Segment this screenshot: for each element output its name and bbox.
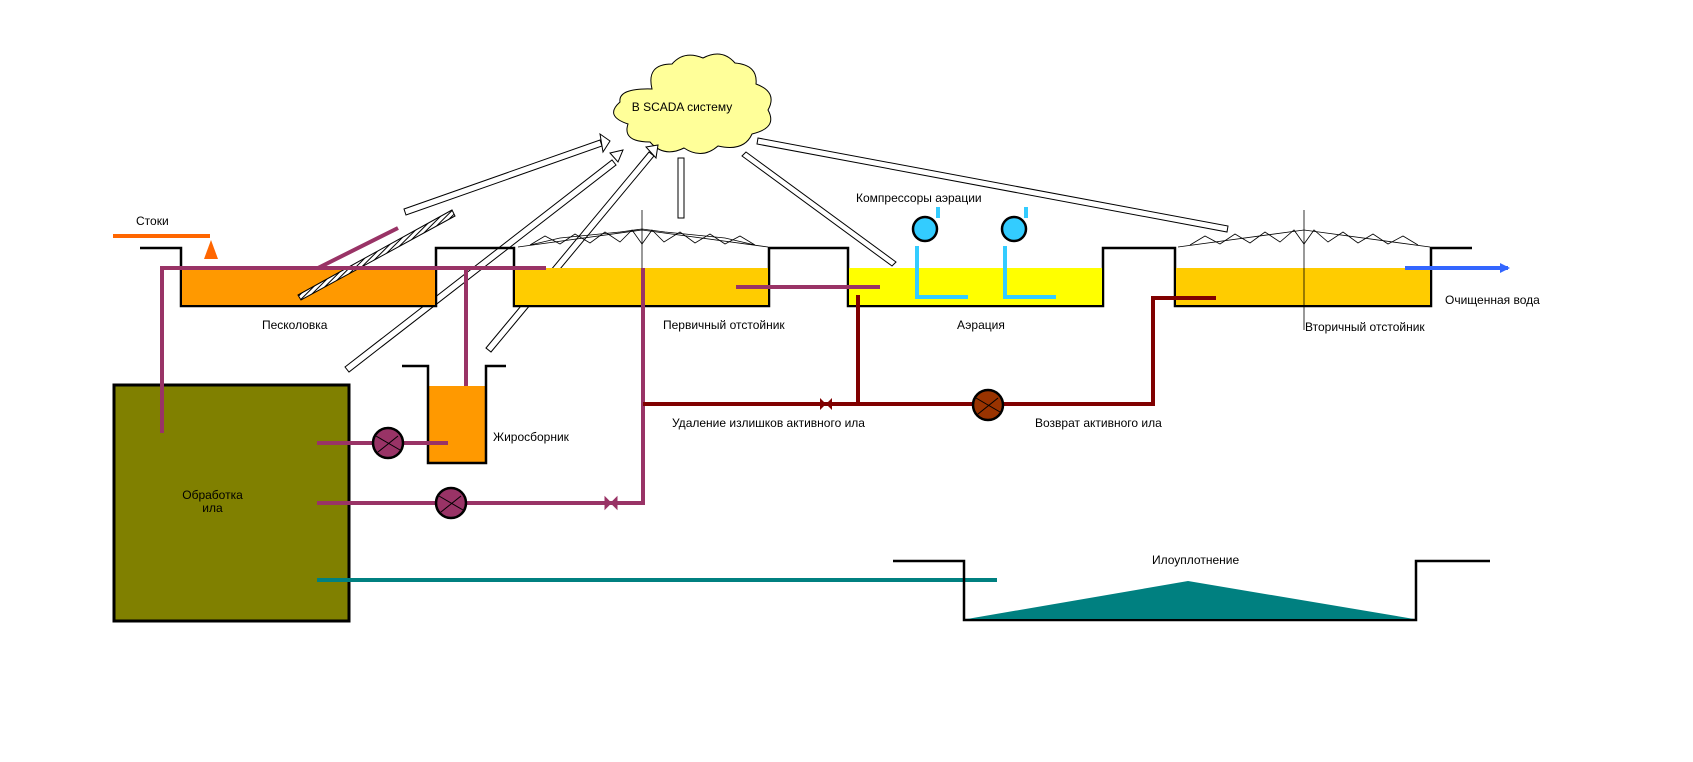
grit-screen — [297, 209, 456, 301]
inflow-pipe — [113, 234, 218, 259]
scada-arrow-aeration — [741, 151, 897, 267]
thickening-label: Илоуплотнение — [1152, 553, 1240, 567]
excess-sludge-valve — [820, 398, 832, 410]
inflow-label: Стоки — [136, 214, 169, 228]
thickener-sludge — [967, 581, 1414, 619]
primary-settler-label: Первичный отстойник — [663, 318, 785, 332]
return-sludge-label: Возврат активного ила — [1035, 416, 1162, 430]
compressors-label: Компрессоры аэрации — [856, 191, 982, 205]
clean-water-label: Очищенная вода — [1445, 293, 1540, 307]
grit-chamber-liquid — [182, 268, 435, 305]
scada-arrow-sludge-tip — [609, 149, 624, 163]
scada-arrow-grease — [485, 151, 655, 353]
sludge-treatment-tank — [112, 383, 351, 623]
scada-arrow-grease-tip — [645, 144, 659, 160]
sludge-treatment-label-1: Обработка — [182, 488, 243, 502]
aeration-compressor-1 — [911, 215, 939, 243]
secondary-settler-label: Вторичный отстойник — [1305, 320, 1425, 334]
scada-arrow-grit — [403, 139, 603, 216]
aeration-air-pipes — [915, 207, 1056, 299]
tank-walls — [140, 246, 1472, 308]
aeration-compressor-2 — [1000, 215, 1028, 243]
inflow-level-marker — [204, 240, 218, 259]
scada-arrow-primary — [677, 157, 685, 219]
scada-arrow-secondary — [756, 137, 1229, 233]
grease-collector — [402, 364, 506, 465]
sludge-pipes — [160, 226, 880, 505]
grit-chamber-label: Песколовка — [262, 318, 328, 332]
return-sludge-pipes — [643, 295, 1216, 406]
thickener-walls — [893, 559, 1490, 622]
aeration-label: Аэрация — [957, 318, 1005, 332]
aeration-tank-liquid — [849, 268, 1102, 305]
grease-collector-label: Жиросборник — [493, 430, 569, 444]
scada-link-arrows — [344, 132, 1229, 373]
primary-sludge-valve — [604, 495, 618, 511]
sludge-treatment-label-2: ила — [202, 501, 223, 515]
scada-arrow-grit-tip — [599, 132, 611, 154]
scada-cloud — [613, 53, 772, 154]
secondary-settler-bridge — [1177, 210, 1431, 330]
excess-sludge-label: Удаление излишков активного ила — [672, 416, 865, 430]
secondary-settler-liquid — [1176, 268, 1430, 305]
scada-label: В SCADA систему — [631, 100, 733, 114]
